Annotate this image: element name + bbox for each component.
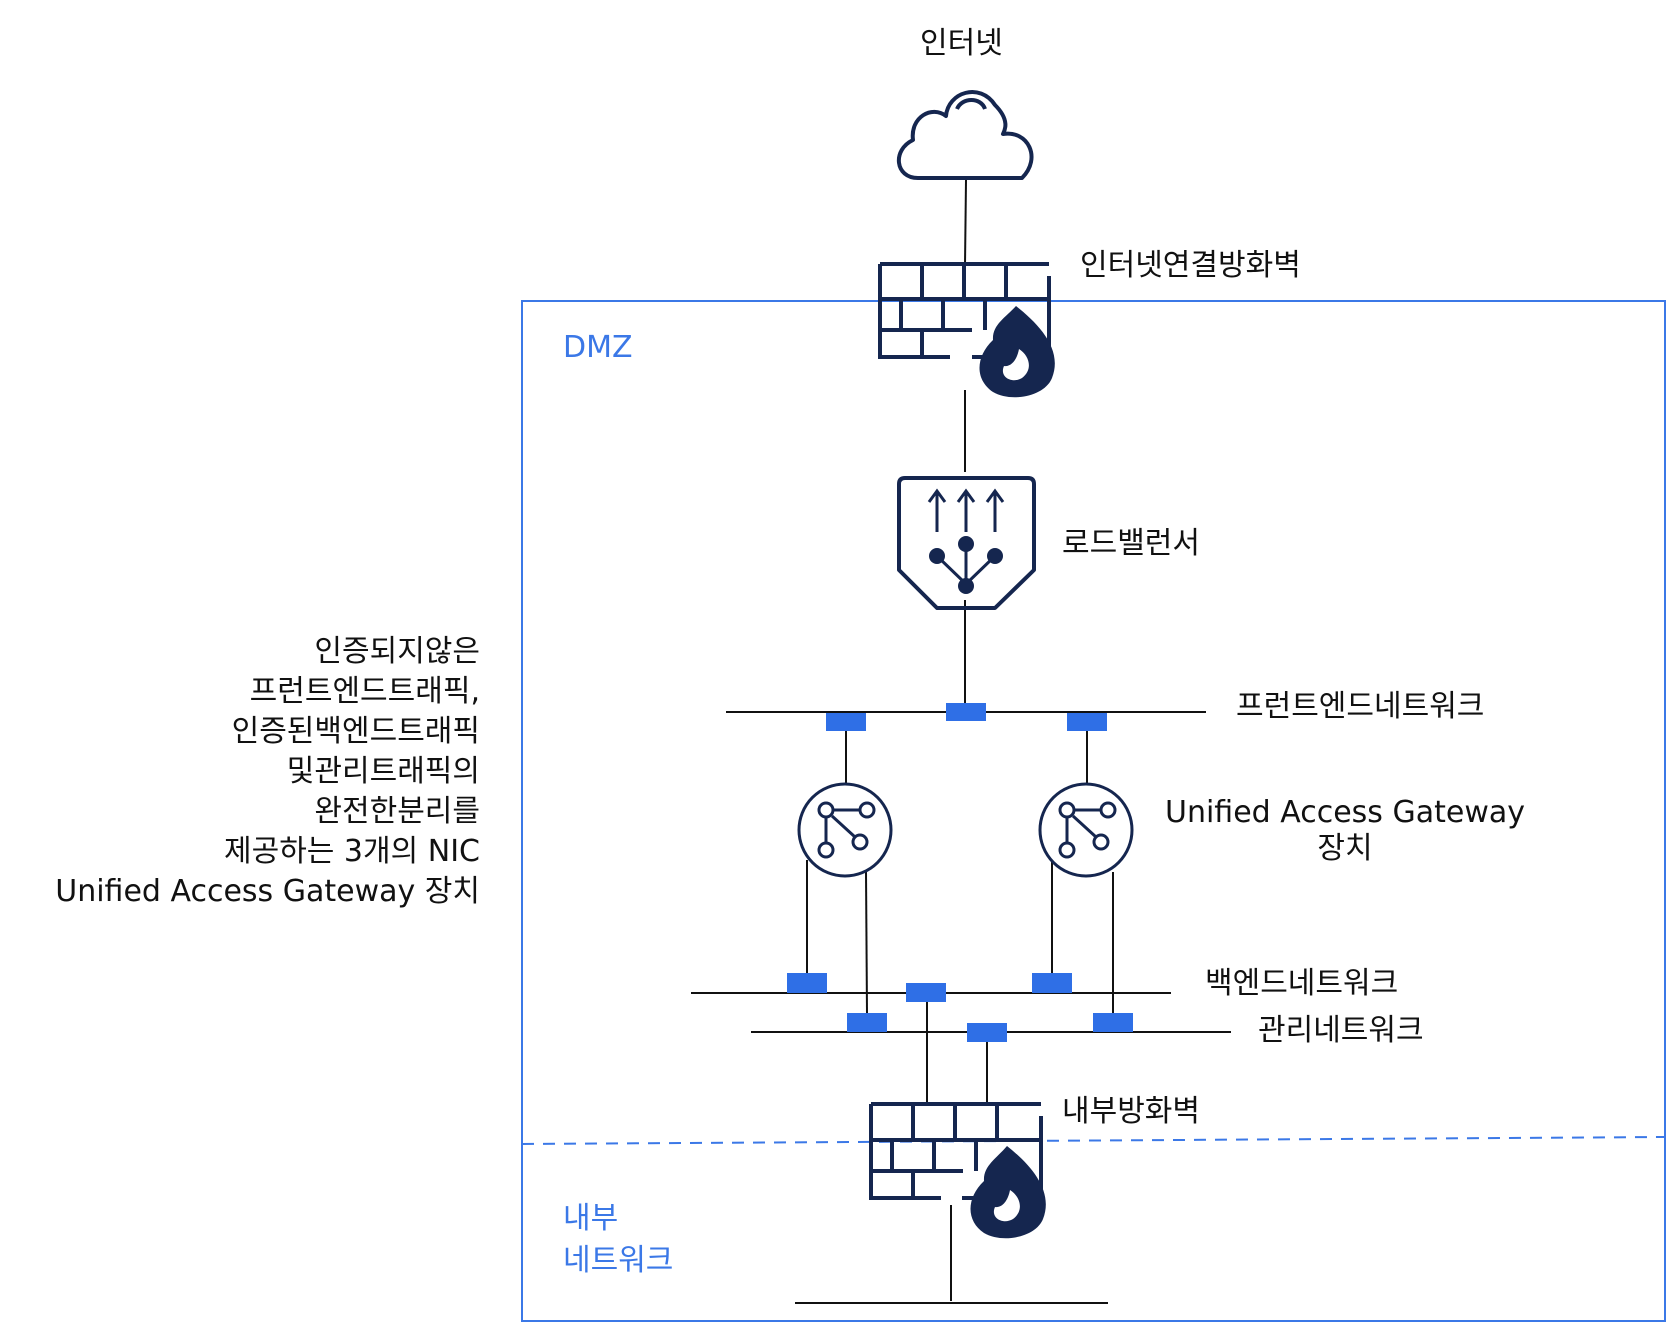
port-mgmt-uag2 xyxy=(1093,1013,1133,1032)
port-frontend-uag1 xyxy=(826,713,866,731)
internet-firewall-label: 인터넷연결방화벽 xyxy=(1080,248,1301,283)
description-line: 프런트엔드트래픽, xyxy=(249,674,480,709)
description-line: 제공하는 3개의 NIC xyxy=(224,834,480,869)
description-text: 인증되지않은 프런트엔드트래픽, 인증된백엔드트래픽 및관리트래픽의 완전한분리… xyxy=(55,632,480,912)
cloud-icon xyxy=(896,90,1034,180)
uag-node-icon xyxy=(1038,782,1134,878)
connection-lines xyxy=(691,179,1231,1304)
firewall-icon xyxy=(878,262,1055,398)
internal-zone-divider xyxy=(521,1136,1666,1145)
description-line: 인증되지않은 xyxy=(314,634,480,669)
uag-device-label: Unified Access Gateway 장치 xyxy=(1145,795,1545,867)
load-balancer-icon xyxy=(897,476,1036,610)
management-network-label: 관리네트워크 xyxy=(1258,1013,1424,1048)
internet-label: 인터넷 xyxy=(920,26,1003,61)
dmz-zone xyxy=(521,300,1666,1322)
port-backend-uag2 xyxy=(1032,973,1072,993)
backend-network-label: 백엔드네트워크 xyxy=(1205,966,1399,1001)
internal-network-label-line1: 내부 xyxy=(563,1201,619,1236)
network-ports xyxy=(787,703,1133,1042)
uag-device-label-line1: Unified Access Gateway xyxy=(1165,795,1525,830)
port-backend-uag1 xyxy=(787,973,827,993)
description-line: 및관리트래픽의 xyxy=(286,754,480,789)
port-mgmt-fw xyxy=(967,1023,1007,1042)
description-line: 인증된백엔드트래픽 xyxy=(231,714,480,749)
description-line: 완전한분리를 xyxy=(314,794,480,829)
internal-firewall-label: 내부방화벽 xyxy=(1062,1094,1200,1129)
frontend-network-label: 프런트엔드네트워크 xyxy=(1236,689,1485,724)
load-balancer-label: 로드밸런서 xyxy=(1062,526,1200,561)
firewall-icon xyxy=(869,1102,1046,1239)
internal-network-label: 내부 네트워크 xyxy=(563,1198,673,1282)
port-mgmt-uag1 xyxy=(847,1013,887,1032)
dmz-label: DMZ xyxy=(563,330,633,365)
port-frontend-uag2 xyxy=(1067,713,1107,731)
uag-device-label-line2: 장치 xyxy=(1317,831,1373,866)
port-frontend-lb xyxy=(946,703,986,721)
port-backend-fw xyxy=(906,983,946,1002)
description-line: Unified Access Gateway 장치 xyxy=(55,874,480,909)
internal-network-label-line2: 네트워크 xyxy=(563,1243,674,1278)
uag-node-icon xyxy=(797,782,893,878)
